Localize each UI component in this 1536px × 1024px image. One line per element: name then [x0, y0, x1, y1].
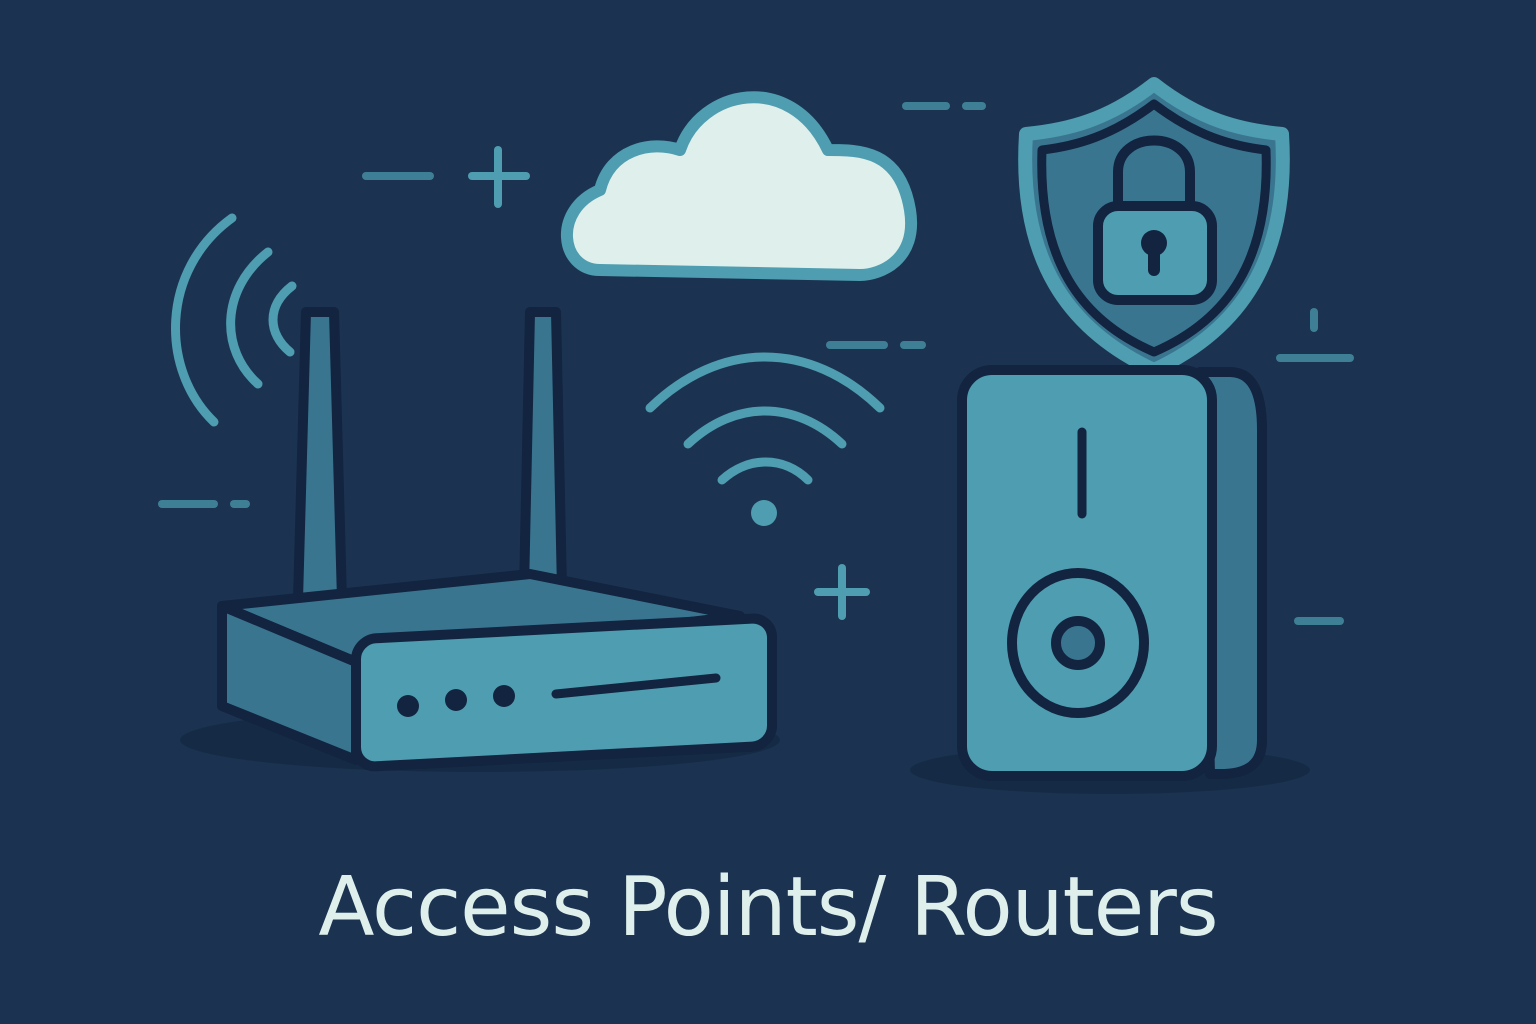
page-title: Access Points/ Routers — [318, 860, 1218, 955]
dash-decoration-icon — [158, 102, 1354, 625]
cloud-icon — [560, 91, 918, 281]
shield-lock-icon — [1018, 77, 1290, 377]
wifi-signal-icon — [171, 213, 297, 427]
plus-decoration-icon — [468, 146, 870, 620]
wifi-dot-icon — [751, 500, 777, 526]
wifi-signal-icon — [645, 352, 885, 485]
access-point-icon — [910, 365, 1310, 794]
router-icon — [180, 307, 780, 772]
